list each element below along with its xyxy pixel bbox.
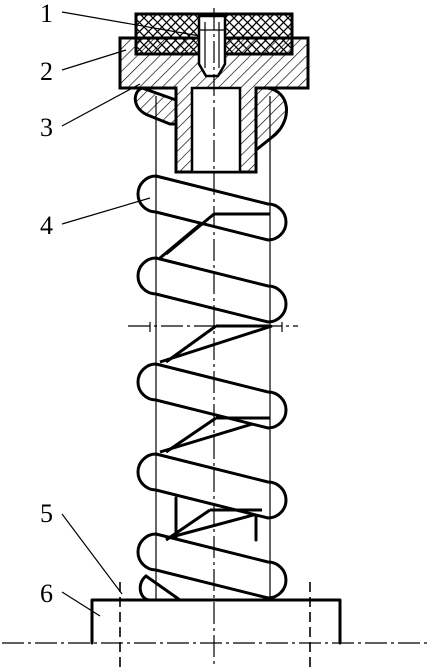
coil-6	[138, 574, 185, 602]
spring-coils	[136, 174, 288, 602]
coil-1	[136, 174, 288, 242]
leader-lines	[61, 11, 201, 617]
label-2: 2	[40, 57, 53, 86]
construction-lines	[119, 8, 311, 668]
coil-5	[136, 532, 288, 600]
coil-3	[136, 362, 288, 430]
upper-coil-sections	[133, 86, 288, 154]
coil-4	[136, 452, 288, 520]
coil-2	[136, 256, 288, 324]
part-labels: 1 2 3 4 5 6	[40, 0, 53, 608]
label-5: 5	[40, 499, 53, 528]
label-1: 1	[40, 0, 53, 28]
label-6: 6	[40, 579, 53, 608]
label-3: 3	[40, 113, 53, 142]
label-4: 4	[40, 211, 53, 240]
hub-bore	[190, 86, 242, 174]
set-screw	[197, 14, 227, 78]
base-plate	[90, 598, 342, 645]
spring-wire-diagonals	[165, 212, 270, 542]
